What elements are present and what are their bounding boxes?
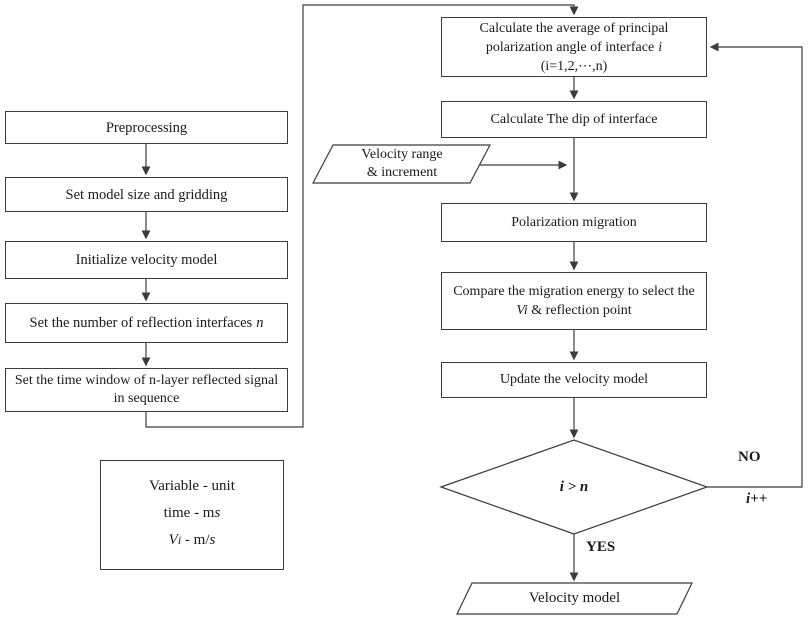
connector-left-to-right-column xyxy=(145,4,579,428)
connector-no-feedback-loop xyxy=(707,42,803,488)
time-unit-symbol: s xyxy=(214,505,221,521)
process-calc-dip-label: Calculate The dip of interface xyxy=(490,111,658,127)
legend-box: Variable - unit time - ms Vi - m/s xyxy=(100,460,284,570)
process-initialize-velocity-label: Initialize velocity model xyxy=(75,252,218,268)
decision-diamond-shape xyxy=(439,439,709,535)
branch-label-yes: YES xyxy=(586,539,616,555)
input-parallelogram-shape xyxy=(312,144,491,184)
velocity-range-line2: & increment xyxy=(366,165,438,180)
loop-increment-label: i++ xyxy=(746,491,768,507)
process-set-model-size: Set model size and gridding xyxy=(5,177,288,212)
process-preprocessing-label: Preprocessing xyxy=(105,119,188,136)
process-polarization-migration: Polarization migration xyxy=(441,203,707,242)
velocity-unit-symbol: s xyxy=(209,532,216,548)
process-calc-dip: Calculate The dip of interface xyxy=(441,101,707,138)
interfaces-count-variable: n xyxy=(256,315,264,331)
process-update-velocity-model-label: Update the velocity model xyxy=(499,372,649,387)
process-set-time-window: Set the time window of n-layer reflected… xyxy=(5,368,288,412)
vi-variable: Vi xyxy=(516,303,528,318)
compare-energy-line2: Vi & reflection point xyxy=(516,303,632,318)
process-set-time-window-label: Set the time window of n-layer reflected… xyxy=(14,373,279,406)
legend-title: Variable - unit xyxy=(149,478,235,494)
process-compare-energy: Compare the migration energy to select t… xyxy=(441,272,707,330)
process-polarization-migration-label: Polarization migration xyxy=(511,214,637,230)
calc-average-line3: (i=1,2,⋯,n) xyxy=(540,58,608,74)
output-velocity-model-label: Velocity model xyxy=(528,590,621,606)
input-velocity-range-label: Velocity range & increment xyxy=(323,146,481,182)
decision-condition: i > n xyxy=(559,479,589,495)
process-update-velocity-model: Update the velocity model xyxy=(441,362,707,398)
velocity-range-line1: Velocity range xyxy=(361,147,443,162)
process-initialize-velocity: Initialize velocity model xyxy=(5,241,288,279)
calc-average-line1: Calculate the average of principal xyxy=(479,20,669,36)
compare-energy-line1: Compare the migration energy to select t… xyxy=(453,284,695,299)
output-parallelogram-shape xyxy=(456,582,693,615)
legend-velocity-unit: Vi - m/s xyxy=(168,532,216,548)
process-set-model-size-label: Set model size and gridding xyxy=(65,186,228,203)
process-preprocessing: Preprocessing xyxy=(5,111,288,144)
velocity-variable: V xyxy=(168,532,178,548)
branch-label-no: NO xyxy=(738,449,761,465)
legend-time-unit: time - ms xyxy=(163,505,221,521)
process-calc-average-angle: Calculate the average of principal polar… xyxy=(441,17,707,77)
decision-label: i > n xyxy=(474,476,674,498)
velocity-variable-index: i xyxy=(177,533,182,547)
interface-index-variable: i xyxy=(658,39,663,55)
